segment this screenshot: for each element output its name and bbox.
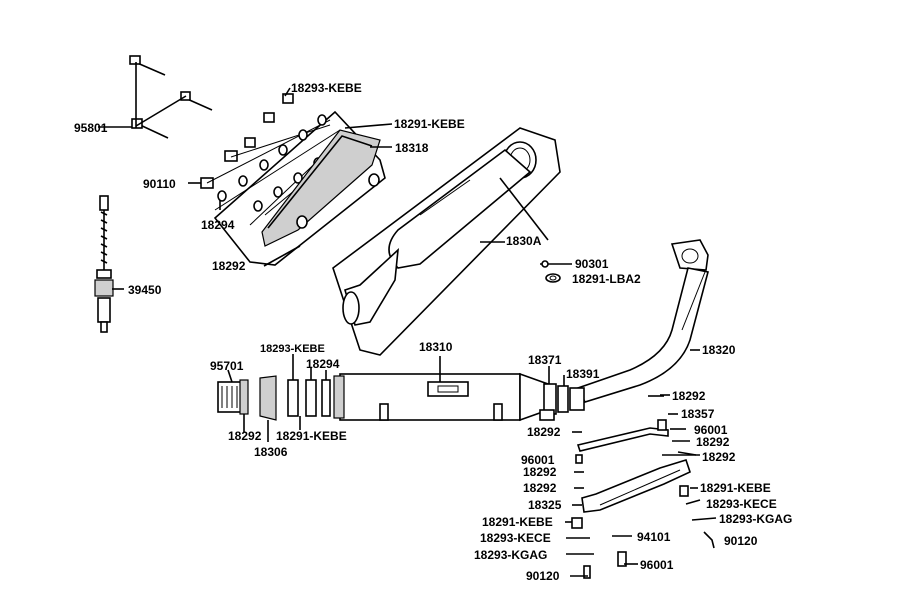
label-18292-b: 18292 — [228, 429, 262, 443]
label-1830a: 1830A — [506, 234, 542, 248]
part-labels: 95801 18293-KEBE 18291-KEBE 18318 90110 … — [74, 81, 792, 583]
seal-18371-18391 — [539, 366, 585, 421]
exhaust-pipe-18320 — [576, 239, 709, 403]
bolt-95801-group — [98, 55, 213, 139]
main-muffler-18310 — [333, 356, 549, 422]
label-95701: 95701 — [210, 359, 244, 373]
label-18371: 18371 — [528, 353, 562, 367]
small-bolts-left — [572, 431, 584, 489]
label-18325: 18325 — [528, 498, 562, 512]
label-18306: 18306 — [254, 445, 288, 459]
label-18293-kece-a: 18293-KECE — [706, 497, 777, 511]
label-18293-kebe-b: 18293-KEBE — [260, 343, 325, 355]
label-18293-kgag-a: 18293-KGAG — [719, 512, 792, 526]
label-18292-c: 18292 — [672, 389, 706, 403]
muffler-assembly-1830a — [342, 141, 549, 326]
heat-shield-18318 — [261, 129, 392, 247]
label-18291-kebe-b: 18291-KEBE — [276, 429, 347, 443]
label-18310: 18310 — [419, 340, 453, 354]
label-18291-kebe-c: 18291-KEBE — [700, 481, 771, 495]
label-18293-kece-b: 18293-KECE — [480, 531, 551, 545]
label-90120-a: 90120 — [724, 534, 758, 548]
label-18391: 18391 — [566, 367, 600, 381]
label-18318: 18318 — [395, 141, 429, 155]
label-18320: 18320 — [702, 343, 736, 357]
label-96001-c: 96001 — [640, 558, 674, 572]
label-96001-a: 96001 — [694, 423, 728, 437]
label-18293-kebe-a: 18293-KEBE — [291, 81, 362, 95]
sensor-39450 — [94, 195, 124, 333]
small-bolts-right — [648, 394, 697, 456]
label-18294-b: 18294 — [306, 357, 340, 371]
label-39450: 39450 — [128, 283, 162, 297]
protector-18325 — [581, 459, 691, 513]
label-18292-e: 18292 — [696, 435, 730, 449]
label-18293-kgag-b: 18293-KGAG — [474, 548, 547, 562]
gasket-90301-group — [540, 260, 572, 283]
label-90301: 90301 — [575, 257, 609, 271]
muffler-group-outline — [332, 127, 561, 356]
label-18294-a: 18294 — [201, 218, 235, 232]
label-18291-lba2: 18291-LBA2 — [572, 272, 641, 286]
label-18292-d: 18292 — [527, 425, 561, 439]
end-cap-parts — [217, 354, 331, 442]
label-90110: 90110 — [143, 177, 176, 191]
label-18357: 18357 — [681, 407, 715, 421]
label-18291-kebe-a: 18291-KEBE — [394, 117, 465, 131]
heat-shield-group-outline — [213, 110, 386, 266]
label-18292-f: 18292 — [702, 450, 736, 464]
label-95801: 95801 — [74, 121, 108, 135]
label-94101: 94101 — [637, 530, 671, 544]
label-96001-b: 96001 — [521, 453, 555, 467]
label-18291-kebe-d: 18291-KEBE — [482, 515, 553, 529]
label-18292-a: 18292 — [212, 259, 246, 273]
lower-hardware — [566, 499, 717, 579]
label-18292-g: 18292 — [523, 465, 557, 479]
bracket-18357 — [576, 413, 678, 452]
leader-lines — [263, 87, 700, 577]
label-18292-h: 18292 — [523, 481, 557, 495]
label-90120-b: 90120 — [526, 569, 560, 583]
